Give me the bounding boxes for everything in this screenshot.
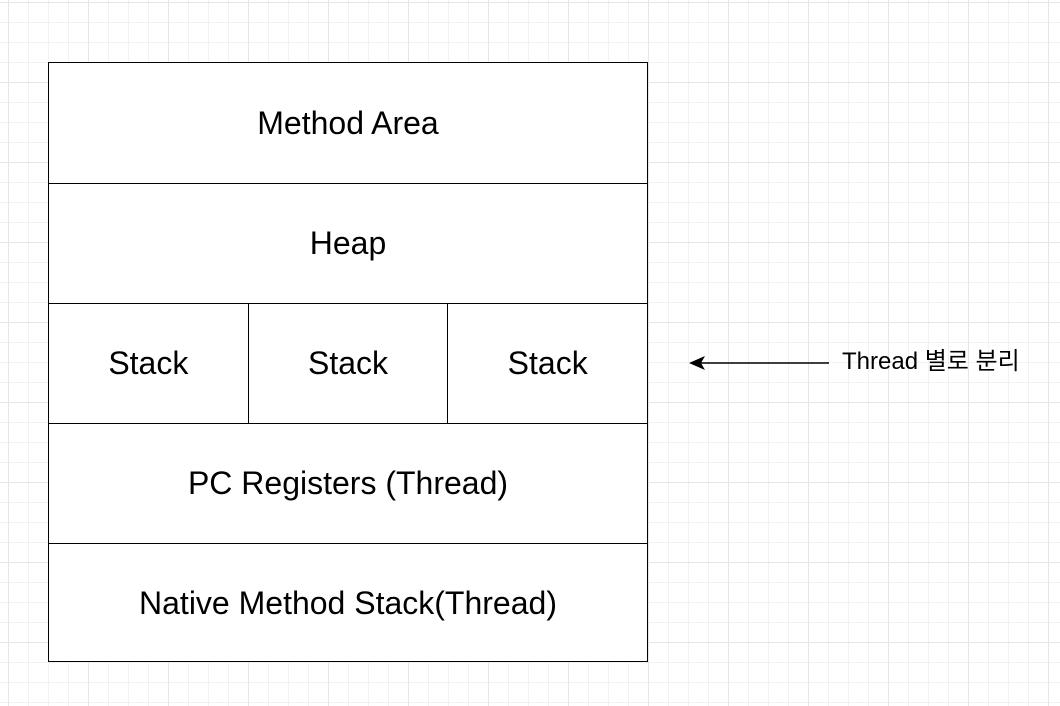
native-method-stack-block: Native Method Stack(Thread) [49,543,647,663]
stack-row: Stack Stack Stack [49,303,647,423]
pc-registers-label: PC Registers (Thread) [187,465,509,501]
method-area-block: Method Area [49,63,647,183]
stack-label: Stack [507,345,588,381]
stack-block-1: Stack [49,304,248,423]
thread-separation-note: Thread 별로 분리 [842,348,1020,375]
stack-block-3: Stack [447,304,647,423]
native-method-stack-label: Native Method Stack(Thread) [139,585,557,621]
pc-registers-block: PC Registers (Thread) [49,423,647,543]
heap-label: Heap [309,225,387,261]
stack-label: Stack [108,345,189,381]
stack-label: Stack [307,345,389,381]
jvm-memory-diagram: Method Area Heap Stack Stack Stack PC Re… [48,62,648,662]
method-area-label: Method Area [257,104,439,141]
heap-block: Heap [49,183,647,303]
stack-block-2: Stack [247,304,448,423]
left-arrow-icon [689,356,829,370]
